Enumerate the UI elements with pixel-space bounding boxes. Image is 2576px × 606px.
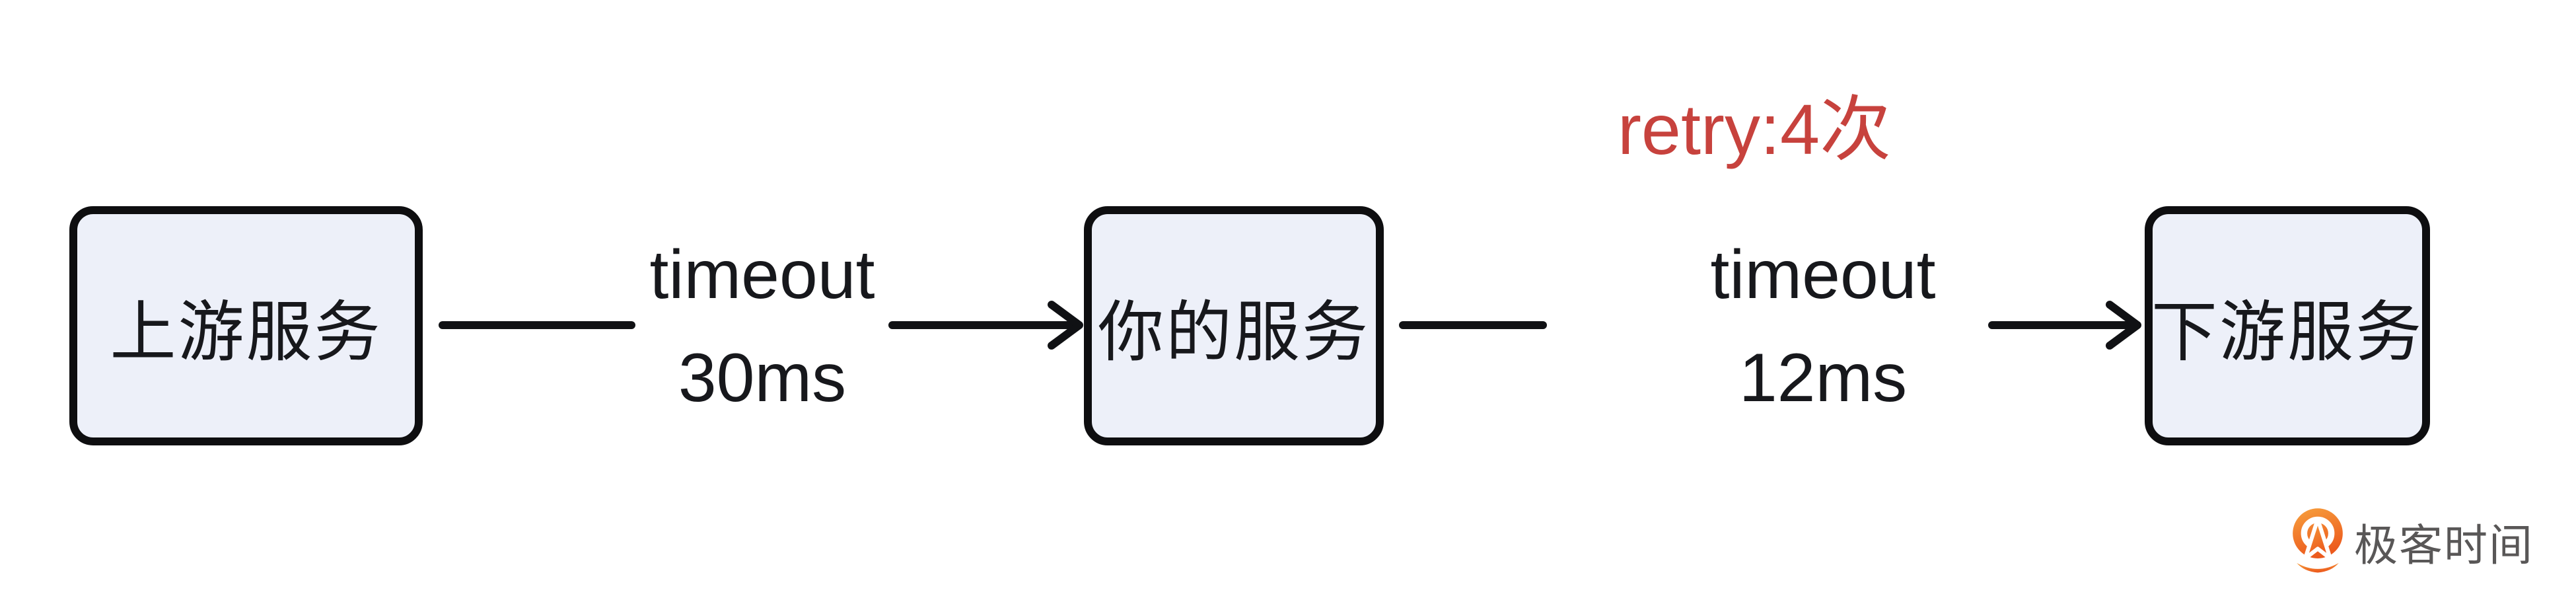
geektime-logo-icon xyxy=(2289,508,2346,576)
node-upstream-service: 上游服务 xyxy=(69,206,423,445)
edge-label-timeout-12ms: timeout 12ms xyxy=(1698,223,1949,430)
geektime-logo-text: 极客时间 xyxy=(2354,521,2534,570)
edge-line-segment xyxy=(439,321,635,329)
geektime-logo: 极客时间 xyxy=(2289,508,2534,576)
node-your-service: 你的服务 xyxy=(1084,206,1384,445)
node-label: 上游服务 xyxy=(110,295,382,369)
edge-label-line1: timeout xyxy=(649,237,875,313)
edge-label-timeout-30ms: timeout 30ms xyxy=(635,223,889,430)
arrowhead-icon xyxy=(1046,299,1085,351)
edge-line-segment xyxy=(888,321,1078,329)
edge-label-line2: 12ms xyxy=(1738,340,1908,416)
edge-label-line1: timeout xyxy=(1710,237,1936,313)
node-label: 下游服务 xyxy=(2151,295,2423,369)
retry-annotation: retry:4次 xyxy=(1617,89,1892,169)
arrowhead-icon xyxy=(2104,299,2143,351)
edge-label-line2: 30ms xyxy=(678,340,847,416)
edge-line-segment xyxy=(1399,321,1547,329)
edge-line-segment xyxy=(1988,321,2135,329)
node-downstream-service: 下游服务 xyxy=(2145,206,2430,445)
node-label: 你的服务 xyxy=(1098,295,1370,369)
